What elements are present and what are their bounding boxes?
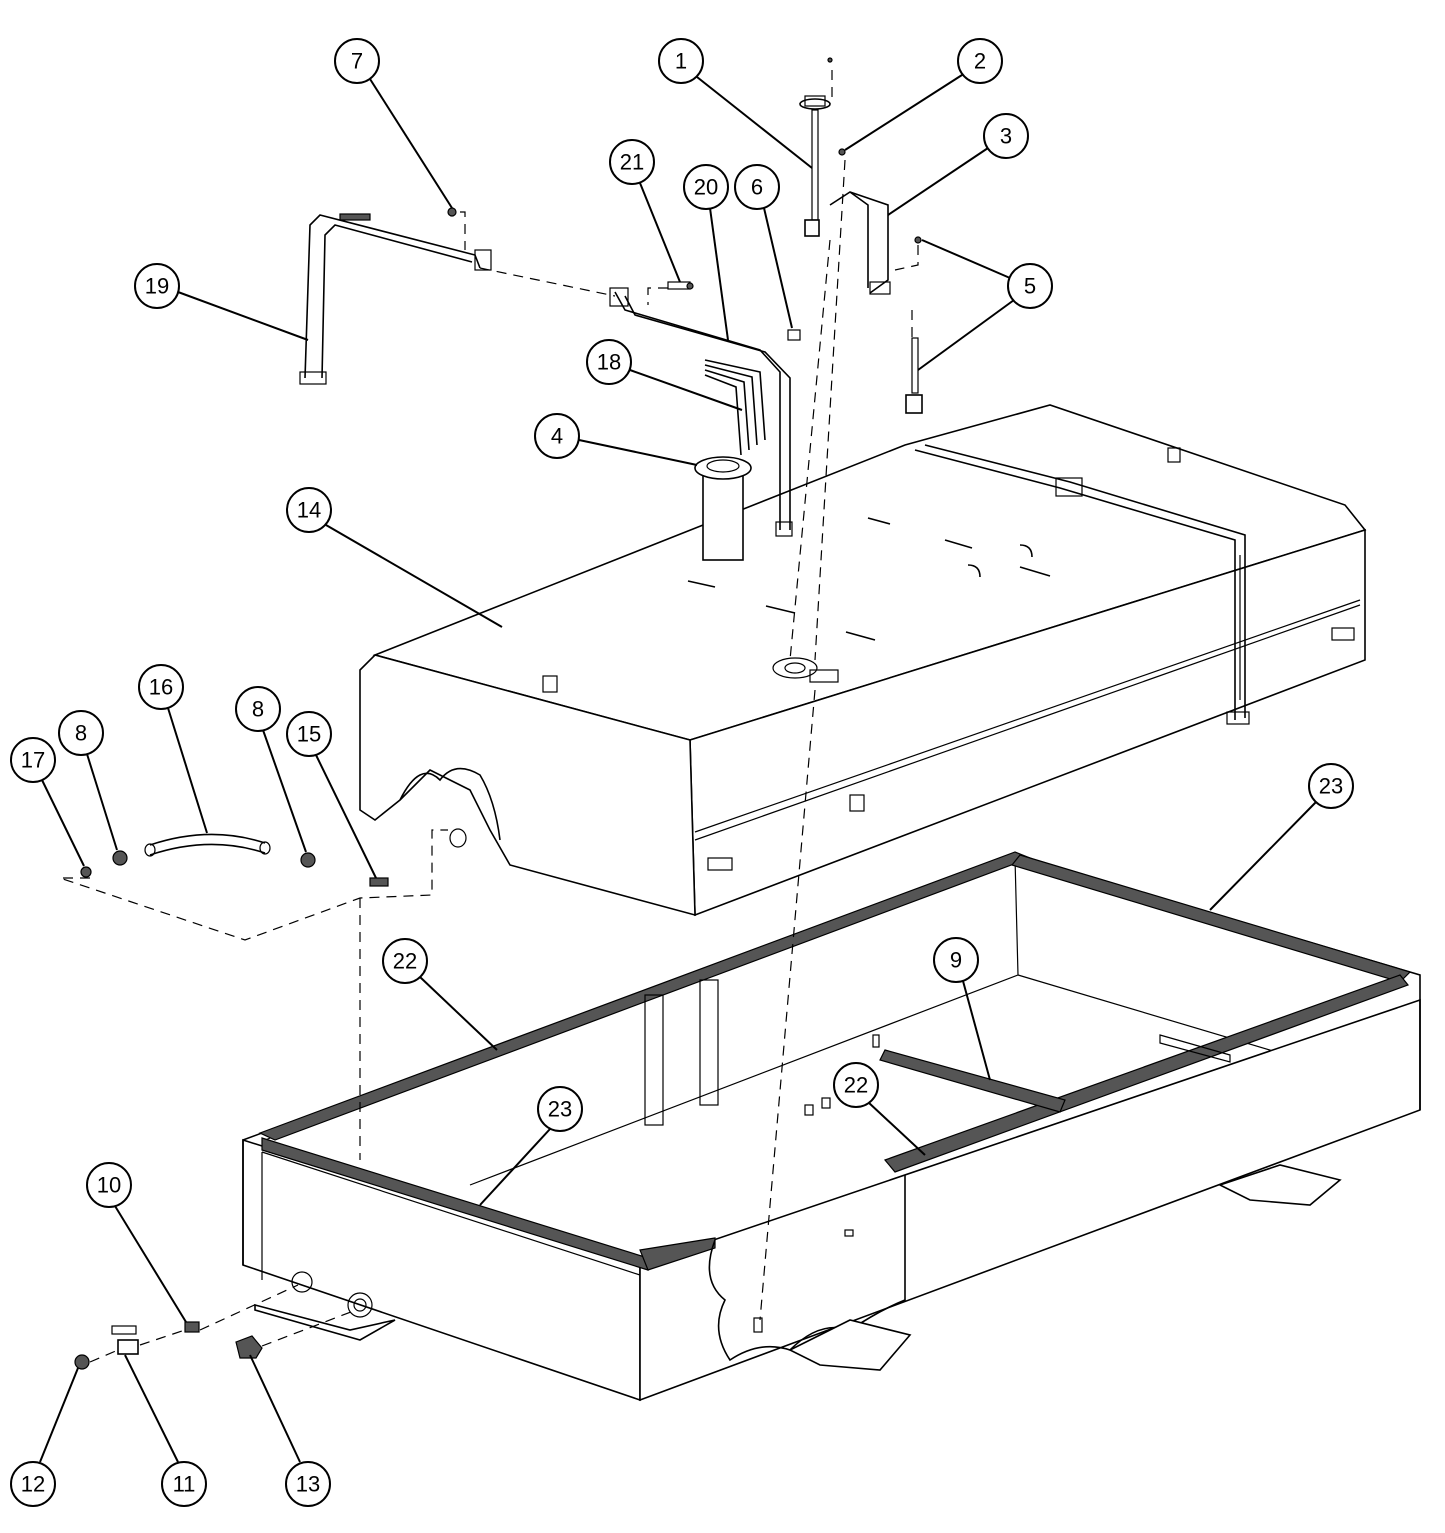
balloon-20: 20 [683, 164, 729, 341]
lower-tray [242, 851, 1421, 1402]
balloon-5b [917, 299, 1015, 371]
balloon-7: 7 [334, 38, 453, 209]
balloon-3: 3 [887, 113, 1029, 216]
svg-text:6: 6 [751, 175, 763, 200]
svg-text:17: 17 [21, 748, 45, 773]
svg-text:21: 21 [620, 150, 644, 175]
svg-text:10: 10 [97, 1173, 121, 1198]
balloon-21: 21 [609, 139, 681, 283]
balloon-4: 4 [534, 413, 698, 466]
balloon-1: 1 [658, 38, 813, 169]
hold-down-straps [299, 213, 793, 537]
svg-text:3: 3 [1000, 124, 1012, 149]
balloon-22b: 22 [833, 1062, 926, 1156]
hose-assembly [80, 833, 389, 887]
svg-text:5: 5 [1024, 274, 1036, 299]
balloon-15: 15 [286, 711, 377, 879]
balloon-2: 2 [844, 38, 1003, 151]
balloon-23b: 23 [479, 1086, 583, 1206]
svg-text:23: 23 [548, 1097, 572, 1122]
balloon-10: 10 [86, 1162, 187, 1323]
svg-text:20: 20 [694, 175, 718, 200]
svg-text:22: 22 [844, 1073, 868, 1098]
svg-text:8: 8 [75, 721, 87, 746]
svg-text:22: 22 [393, 949, 417, 974]
sender-assembly [447, 57, 923, 414]
balloon-22a: 22 [382, 938, 498, 1051]
balloon-16: 16 [138, 664, 208, 834]
svg-text:9: 9 [950, 948, 962, 973]
balloon-9: 9 [933, 937, 991, 1081]
svg-text:12: 12 [21, 1472, 45, 1497]
balloon-8a: 8 [58, 710, 118, 851]
svg-text:11: 11 [173, 1472, 196, 1497]
balloon-13: 13 [249, 1354, 331, 1507]
svg-text:14: 14 [297, 498, 321, 523]
balloon-18: 18 [586, 339, 743, 411]
svg-text:8: 8 [252, 697, 264, 722]
svg-text:1: 1 [675, 49, 687, 74]
balloon-14: 14 [286, 487, 503, 628]
filler-neck [694, 456, 752, 561]
svg-text:19: 19 [145, 274, 169, 299]
balloon-5a: 5 [921, 239, 1053, 309]
balloon-12: 12 [10, 1367, 79, 1507]
svg-text:4: 4 [551, 424, 563, 449]
assembly-lines [59, 70, 919, 1363]
svg-text:16: 16 [149, 675, 173, 700]
svg-text:13: 13 [296, 1472, 320, 1497]
svg-text:2: 2 [974, 49, 986, 74]
svg-text:18: 18 [597, 350, 621, 375]
fuel-tank [359, 404, 1367, 917]
balloon-19: 19 [134, 263, 309, 341]
svg-text:23: 23 [1319, 774, 1343, 799]
svg-text:7: 7 [351, 49, 363, 74]
callout-balloons: 1 2 3 5 7 [10, 38, 1354, 1507]
balloon-6: 6 [734, 164, 793, 329]
drain-fittings [74, 1321, 263, 1370]
svg-text:15: 15 [297, 722, 321, 747]
balloon-11: 11 [124, 1354, 207, 1507]
balloon-8b: 8 [235, 686, 307, 853]
balloon-23a: 23 [1209, 763, 1354, 911]
balloon-17: 17 [10, 737, 85, 867]
